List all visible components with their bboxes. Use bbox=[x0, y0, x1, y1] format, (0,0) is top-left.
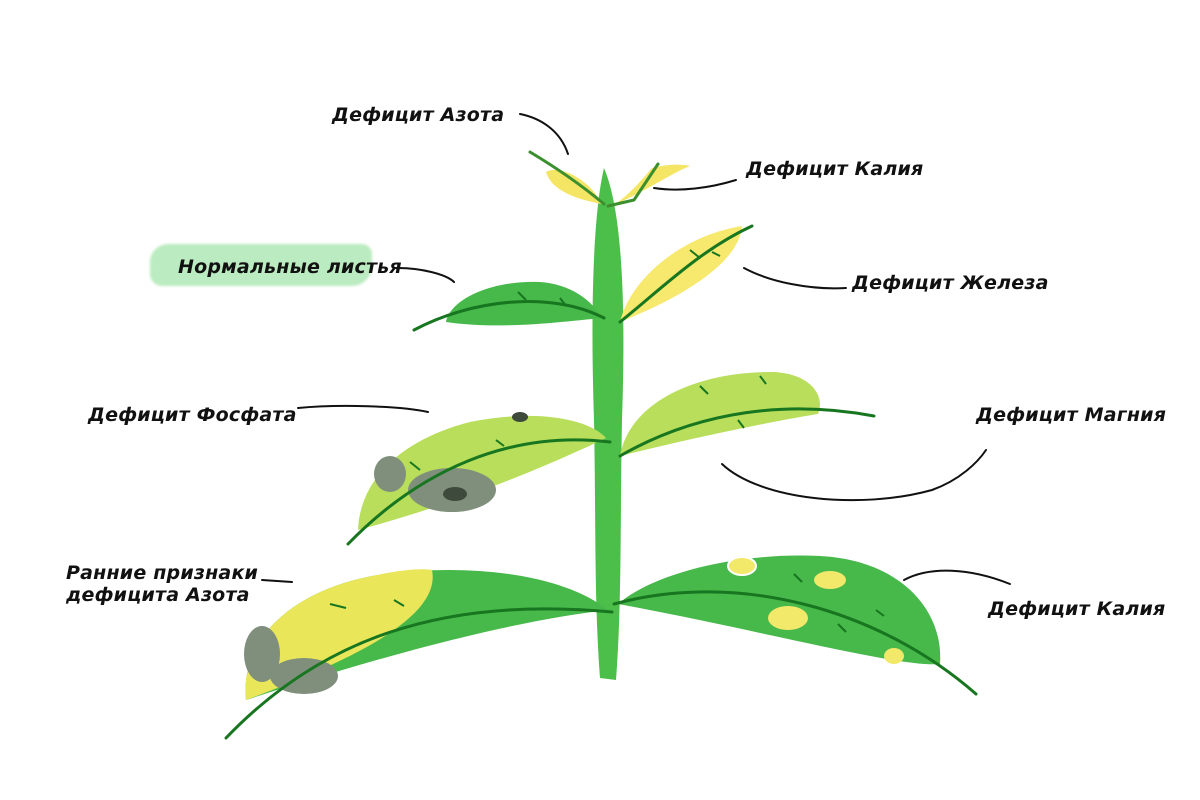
leaf-potassium-bottom bbox=[612, 555, 978, 696]
normal-leaves-highlight bbox=[150, 244, 372, 286]
leaf-iron bbox=[618, 224, 754, 324]
plant-stem bbox=[592, 168, 624, 680]
leaf-early-nitrogen bbox=[224, 569, 614, 740]
leader-nitrogen-top bbox=[519, 113, 569, 155]
label-nitrogen-top: Дефицит Азота bbox=[332, 104, 505, 126]
label-phosphate: Дефицит Фосфата bbox=[88, 404, 297, 426]
leader-magnesium bbox=[721, 449, 987, 502]
leaf-normal bbox=[412, 281, 606, 332]
leader-iron bbox=[743, 267, 847, 290]
leaf-nitrogen-top bbox=[528, 150, 606, 206]
leader-phosphate bbox=[297, 404, 429, 413]
leader-normal bbox=[397, 267, 455, 283]
label-early-nitrogen-line1: Ранние признаки bbox=[66, 562, 259, 584]
label-magnesium: Дефицит Магния bbox=[976, 404, 1167, 426]
label-early-nitrogen-line2: дефицита Азота bbox=[66, 584, 250, 606]
leader-lines bbox=[261, 113, 1011, 585]
label-normal-leaves: Нормальные листья bbox=[178, 256, 402, 278]
label-iron: Дефицит Железа bbox=[852, 272, 1049, 294]
label-potassium-top: Дефицит Калия bbox=[746, 158, 924, 180]
leaf-magnesium bbox=[618, 372, 876, 458]
leader-potassium-top bbox=[653, 179, 737, 191]
leader-potassium-bottom bbox=[903, 569, 1011, 585]
leader-early-nitrogen bbox=[261, 579, 293, 583]
leaf-phosphate bbox=[346, 412, 612, 546]
leaf-potassium-top bbox=[606, 162, 690, 208]
label-early-nitrogen: Ранние признаки дефицита Азота bbox=[66, 562, 258, 606]
label-potassium-bottom: Дефицит Калия bbox=[988, 598, 1166, 620]
